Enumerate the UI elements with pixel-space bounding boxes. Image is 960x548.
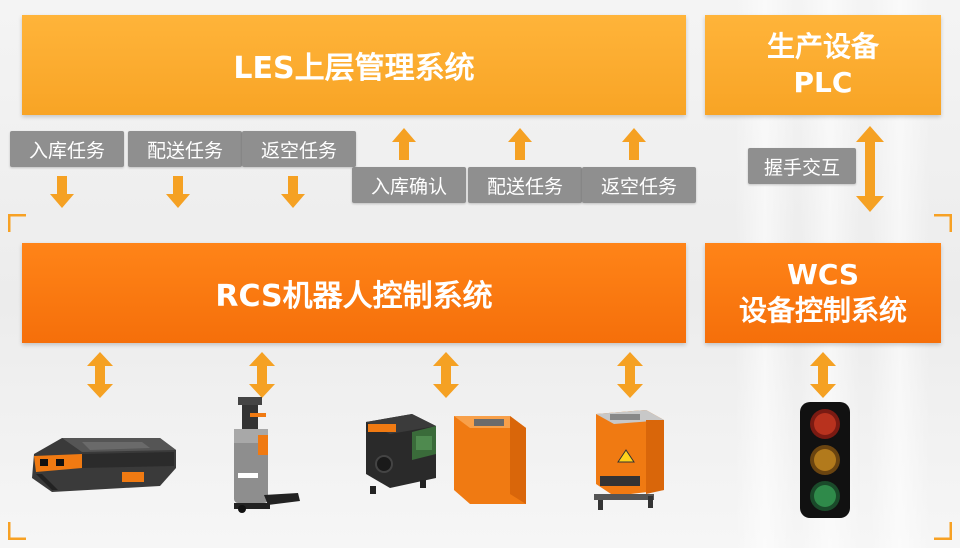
double-arrow-vertical-icon xyxy=(87,352,113,398)
les-system-box: LES上层管理系统 xyxy=(22,15,686,115)
forklift-robot-image xyxy=(234,397,300,513)
black-terminal-box-image xyxy=(366,414,436,494)
double-arrow-vertical-icon xyxy=(249,352,275,398)
plc-title-line1: 生产设备 xyxy=(766,30,879,63)
orange-cabinet-box-image xyxy=(454,416,526,504)
down-tag-return-empty-task: 返空任务 xyxy=(242,131,356,167)
agv-robot-image xyxy=(32,438,176,492)
double-arrow-vertical-icon xyxy=(810,352,836,398)
arrow-down-icon xyxy=(281,176,305,208)
arrow-up-icon xyxy=(508,128,532,160)
handshake-tag: 握手交互 xyxy=(748,148,856,184)
frame-corner-tr xyxy=(934,214,952,232)
wcs-system-box: WCS 设备控制系统 xyxy=(705,243,941,343)
traffic-light-image xyxy=(800,402,850,518)
double-arrow-vertical-icon xyxy=(856,126,884,212)
up-tag-delivery-task: 配送任务 xyxy=(468,167,582,203)
down-tag-inbound-task: 入库任务 xyxy=(10,131,124,167)
up-tag-return-empty-task: 返空任务 xyxy=(582,167,696,203)
up-tag-inbound-confirm: 入库确认 xyxy=(352,167,466,203)
rcs-system-title: RCS机器人控制系统 xyxy=(215,279,493,314)
frame-corner-tl xyxy=(8,214,26,232)
arrow-down-icon xyxy=(166,176,190,208)
wcs-title-line2: 设备控制系统 xyxy=(738,294,907,327)
orange-station-box-image xyxy=(594,410,664,510)
les-system-title: LES上层管理系统 xyxy=(233,51,475,86)
down-tag-delivery-task: 配送任务 xyxy=(128,131,242,167)
wcs-title-line1: WCS xyxy=(786,258,860,291)
arrow-down-icon xyxy=(50,176,74,208)
frame-corner-br xyxy=(934,522,952,540)
double-arrow-vertical-icon xyxy=(433,352,459,398)
plc-title-line2: PLC xyxy=(793,66,853,99)
frame-corner-bl xyxy=(8,522,26,540)
plc-box: 生产设备 PLC xyxy=(705,15,941,115)
rcs-system-box: RCS机器人控制系统 xyxy=(22,243,686,343)
double-arrow-vertical-icon xyxy=(617,352,643,398)
arrow-up-icon xyxy=(392,128,416,160)
arrow-up-icon xyxy=(622,128,646,160)
